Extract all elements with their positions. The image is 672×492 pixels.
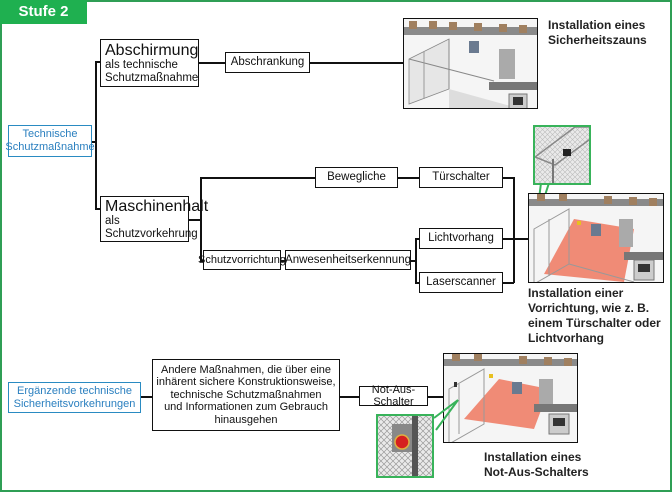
andere-line1: Andere Maßnahmen, die über eine: [161, 363, 331, 376]
caption-device-line3: einem Türschalter oder: [528, 316, 661, 330]
emergency-stop-illustration: [444, 354, 577, 442]
connector: [199, 62, 226, 64]
connector: [398, 177, 420, 179]
node-abschirmung: Abschirmung als technische Schutzmaßnahm…: [100, 39, 199, 87]
connector: [513, 177, 515, 283]
caption-estop-line1: Installation eines: [484, 450, 582, 464]
node-maschinenhalt-title: Maschinenhalt: [105, 197, 209, 215]
connector: [95, 61, 101, 63]
node-andere-massnahmen: Andere Maßnahmen, die über eine inhärent…: [152, 359, 340, 431]
connector: [415, 282, 420, 284]
photo-safety-fence: [403, 18, 538, 109]
node-abschirmung-title: Abschirmung: [105, 41, 199, 59]
connector: [415, 238, 420, 240]
photo-light-curtain: [528, 193, 664, 283]
category-technical-line2: Schutzmaßnahme: [5, 141, 95, 153]
connector: [411, 260, 416, 262]
category-technical: Technische Schutzmaßnahme: [5, 125, 95, 157]
connector: [415, 238, 417, 283]
door-switch-detail-illustration: [535, 127, 589, 183]
light-curtain-illustration: [529, 194, 663, 282]
category-technical-line1: Technische: [22, 128, 78, 140]
emergency-stop-detail-illustration: [378, 416, 432, 476]
caption-fence-line1: Installation eines: [548, 18, 646, 32]
connector: [310, 62, 404, 64]
connector: [141, 396, 153, 398]
node-maschinenhalt: Maschinenhalt als Schutzvorkehrung: [100, 196, 208, 242]
connector: [503, 238, 529, 240]
node-abschirmung-sub1: als technische: [105, 58, 178, 71]
caption-fence-line2: Sicherheitszauns: [548, 33, 647, 47]
connector: [340, 396, 360, 398]
connector: [200, 177, 202, 261]
caption-estop-line2: Not-Aus-Schalters: [484, 465, 589, 479]
stage-label: Stufe 2: [0, 0, 87, 24]
connector: [503, 282, 514, 284]
andere-line4: und Informationen zum Gebrauch: [164, 401, 328, 414]
connector: [200, 177, 316, 179]
node-abschirmung-sub2: Schutzmaßnahme: [105, 71, 199, 84]
connector: [95, 208, 101, 210]
connector: [200, 260, 204, 262]
fence-illustration: [404, 19, 537, 108]
connector: [92, 141, 96, 143]
node-not-aus-schalter: Not-Aus-Schalter: [359, 384, 428, 408]
connector: [95, 61, 97, 209]
node-bewegliche: Bewegliche: [315, 167, 398, 188]
caption-device-line2: Vorrichtung, wie z. B.: [528, 301, 650, 315]
category-supplementary-line2: Sicherheitsvorkehrungen: [13, 397, 136, 410]
node-anwesenheitserkennung: Anwesenheitserkennung: [285, 250, 411, 270]
connector: [428, 396, 444, 398]
node-abschrankung: Abschrankung: [225, 52, 310, 73]
category-supplementary: Ergänzende technische Sicherheitsvorkehr…: [8, 382, 141, 413]
caption-device-line4: Lichtvorhang: [528, 331, 605, 345]
node-schutzvorrichtung: Schutzvorrichtung: [198, 250, 286, 270]
photo-emergency-stop: [443, 353, 578, 443]
caption-fence: Installation eines Sicherheitszauns: [548, 18, 647, 48]
andere-line2: inhärent sichere Konstruktionsweise,: [156, 376, 336, 389]
node-laserscanner: Laserscanner: [419, 272, 503, 293]
connector: [503, 177, 514, 179]
caption-emergency-stop: Installation eines Not-Aus-Schalters: [484, 450, 589, 480]
node-tuerschalter: Türschalter: [419, 167, 503, 188]
node-lichtvorhang: Lichtvorhang: [419, 228, 503, 249]
node-maschinenhalt-sub2: Schutzvorkehrung: [105, 227, 198, 240]
category-supplementary-line1: Ergänzende technische: [17, 384, 132, 397]
connector: [281, 260, 286, 262]
andere-line5: hinausgehen: [214, 413, 278, 426]
callout-pointer-estop: [433, 399, 459, 431]
node-maschinenhalt-sub1: als: [105, 214, 120, 227]
caption-device: Installation einer Vorrichtung, wie z. B…: [528, 286, 661, 346]
connector: [189, 219, 201, 221]
detail-door-switch: [533, 125, 591, 185]
caption-device-line1: Installation einer: [528, 286, 624, 300]
andere-line3: technische Schutzmaßnahmen: [170, 388, 322, 401]
detail-emergency-stop: [376, 414, 434, 478]
